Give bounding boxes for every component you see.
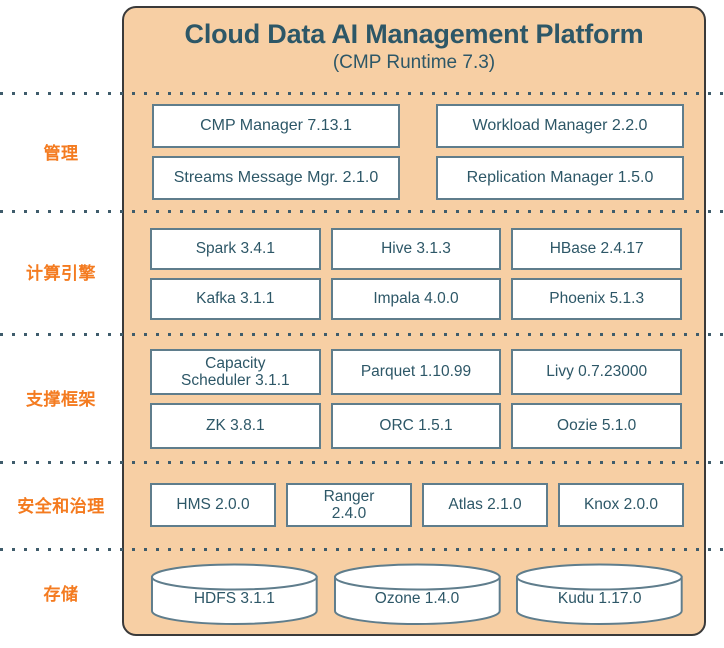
component-column: Ranger 2.4.0 [286, 483, 412, 527]
component-column: Knox 2.0.0 [558, 483, 684, 527]
platform-panel: Cloud Data AI Management Platform (CMP R… [122, 6, 706, 636]
separator-line [0, 92, 724, 95]
component-box[interactable]: Parquet 1.10.99 [330, 349, 502, 395]
separator-line [0, 210, 724, 213]
layer-label-security: 安全和治理 [17, 497, 105, 516]
layer-row-framework: Capacity Scheduler 3.1.1 ZK 3.8.1 Parque… [150, 349, 683, 449]
layer-row-management: CMP Manager 7.13.1 Streams Message Mgr. … [152, 104, 684, 200]
storage-label: Kudu 1.17.0 [557, 589, 642, 607]
storage-cylinder[interactable]: Kudu 1.17.0 [515, 563, 684, 625]
component-column: Hive 3.1.3 Impala 4.0.0 [330, 228, 502, 320]
layer-label-management: 管理 [43, 143, 79, 163]
component-box[interactable]: HBase 2.4.17 [511, 228, 683, 270]
component-box[interactable]: Phoenix 5.1.3 [511, 278, 683, 320]
component-box[interactable]: CMP Manager 7.13.1 [152, 104, 400, 148]
cylinder-icon [516, 563, 684, 625]
component-column: Workload Manager 2.2.0 Replication Manag… [436, 104, 684, 200]
component-column: HMS 2.0.0 [150, 483, 276, 527]
component-column: Livy 0.7.23000 Oozie 5.1.0 [511, 349, 683, 449]
separator-line [0, 333, 724, 336]
storage-cylinder[interactable]: Ozone 1.4.0 [333, 563, 502, 625]
component-box[interactable]: Knox 2.0.0 [558, 483, 684, 527]
panel-header: Cloud Data AI Management Platform (CMP R… [124, 8, 704, 75]
component-box[interactable]: ORC 1.5.1 [330, 403, 502, 449]
layer-row-storage: HDFS 3.1.1 Ozone 1.4.0 Kudu 1.17.0 [150, 563, 684, 625]
layer-label-framework: 支撑框架 [26, 389, 96, 409]
component-box[interactable]: Replication Manager 1.5.0 [436, 156, 684, 200]
component-column: Atlas 2.1.0 [422, 483, 548, 527]
component-column: CMP Manager 7.13.1 Streams Message Mgr. … [152, 104, 400, 200]
cylinder-icon [333, 563, 501, 625]
component-box[interactable]: Workload Manager 2.2.0 [436, 104, 684, 148]
component-column: Capacity Scheduler 3.1.1 ZK 3.8.1 [150, 349, 321, 449]
storage-cylinder[interactable]: HDFS 3.1.1 [150, 563, 319, 625]
layer-label-storage: 存储 [43, 584, 79, 604]
component-box[interactable]: Atlas 2.1.0 [422, 483, 548, 527]
component-box[interactable]: Oozie 5.1.0 [511, 403, 683, 449]
storage-label: HDFS 3.1.1 [193, 589, 275, 607]
component-box[interactable]: Ranger 2.4.0 [286, 483, 412, 527]
component-box[interactable]: Impala 4.0.0 [330, 278, 502, 320]
component-box[interactable]: Livy 0.7.23000 [511, 349, 683, 395]
layer-row-compute: Spark 3.4.1 Kafka 3.1.1 Hive 3.1.3 Impal… [150, 228, 683, 320]
component-box[interactable]: Spark 3.4.1 [150, 228, 321, 270]
page-title: Cloud Data AI Management Platform [184, 19, 644, 49]
cylinder-icon [150, 563, 318, 625]
component-column: Parquet 1.10.99 ORC 1.5.1 [330, 349, 502, 449]
layer-label-compute: 计算引擎 [26, 264, 96, 283]
component-box[interactable]: Streams Message Mgr. 2.1.0 [152, 156, 400, 200]
component-box[interactable]: Kafka 3.1.1 [150, 278, 321, 320]
component-box[interactable]: Hive 3.1.3 [330, 228, 502, 270]
separator-line [0, 548, 724, 551]
component-column: Spark 3.4.1 Kafka 3.1.1 [150, 228, 321, 320]
component-box[interactable]: HMS 2.0.0 [150, 483, 276, 527]
component-box[interactable]: Capacity Scheduler 3.1.1 [150, 349, 321, 395]
separator-line [0, 461, 724, 464]
storage-label: Ozone 1.4.0 [374, 589, 460, 607]
component-column: HBase 2.4.17 Phoenix 5.1.3 [511, 228, 683, 320]
page-subtitle: (CMP Runtime 7.3) [332, 51, 496, 73]
layer-row-security: HMS 2.0.0 Ranger 2.4.0 Atlas 2.1.0 Knox … [150, 483, 684, 527]
component-box[interactable]: ZK 3.8.1 [150, 403, 321, 449]
